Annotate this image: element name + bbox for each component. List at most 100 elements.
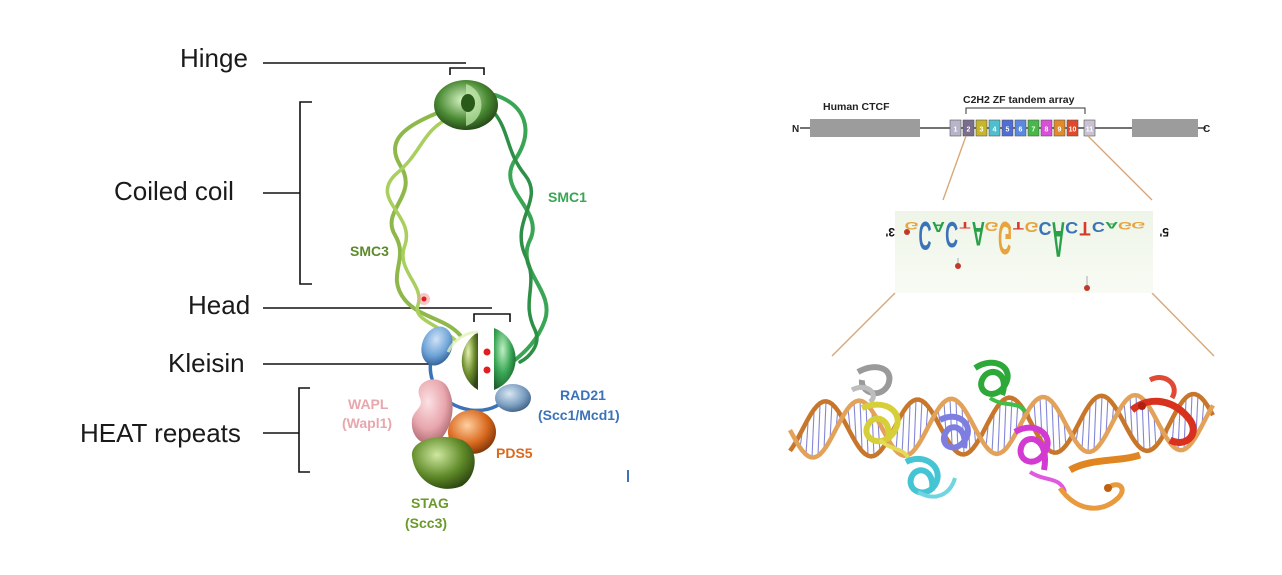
- zf-number-2: 2: [967, 127, 971, 134]
- smc1-head: [494, 328, 516, 390]
- logo-letter: A: [1052, 210, 1065, 266]
- zf-number-5: 5: [1006, 127, 1010, 134]
- c-terminal-domain: [1132, 119, 1198, 137]
- base-pair: [1087, 406, 1091, 453]
- base-pair: [811, 412, 815, 458]
- dna-strand-1: [788, 392, 1215, 460]
- base-pair: [1033, 402, 1037, 429]
- zf1-structure: [850, 364, 893, 404]
- base-pair: [805, 422, 809, 455]
- pds5-label: PDS5: [496, 445, 533, 461]
- smc1-coiled-coil: [490, 93, 549, 364]
- cursor-marker-dot: [421, 296, 427, 302]
- smc3-label: SMC3: [350, 243, 389, 259]
- base-pair: [997, 405, 1001, 454]
- base-pair: [859, 400, 863, 449]
- zf10-structure: [1129, 375, 1197, 446]
- protein-name-label: Human CTCF: [823, 101, 890, 113]
- sequence-logo-panel: [895, 211, 1153, 293]
- n-terminus-label: N: [792, 124, 799, 135]
- heat-repeats-label: HEAT repeats: [80, 418, 241, 448]
- rad21-alias-label: (Scc1/Mcd1): [538, 407, 620, 423]
- callout-lines: [263, 62, 511, 473]
- zf-box-6: 6: [1014, 119, 1027, 137]
- rad21-n-terminal-domain: [421, 326, 453, 366]
- logo-letter: C: [945, 213, 958, 253]
- kleisin-label: Kleisin: [168, 348, 245, 378]
- base-pair: [877, 420, 881, 454]
- rad21-c-terminal-domain: [495, 384, 531, 412]
- base-pair: [991, 415, 995, 453]
- base-pair: [1003, 399, 1007, 451]
- zf-box-2: 2: [962, 119, 975, 137]
- base-pair: [1105, 397, 1109, 435]
- logo-letter: T: [1080, 217, 1091, 239]
- stray-mark: [627, 470, 629, 482]
- base-pair: [1099, 395, 1103, 445]
- logo-letter: T: [1013, 219, 1024, 231]
- cohesin-diagram: Hinge Coiled coil Head Kleisin HEAT repe…: [80, 43, 629, 531]
- zf-number-3: 3: [980, 127, 984, 134]
- base-pair: [823, 401, 827, 450]
- hinge-label: Hinge: [180, 43, 248, 73]
- stag-protein: [411, 436, 475, 489]
- rad21-label: RAD21: [560, 387, 606, 403]
- wapl-label: WAPL: [348, 396, 389, 412]
- zf-number-6: 6: [1019, 127, 1023, 134]
- zf-number-11: 11: [1086, 127, 1094, 134]
- zf-box-10: 10: [1066, 119, 1079, 137]
- stag-alias-label: (Scc3): [405, 515, 447, 531]
- coiled-coil-label: Coiled coil: [114, 176, 234, 206]
- logo-letter: A: [972, 214, 985, 253]
- logo-letter: T: [960, 219, 971, 229]
- logo-letter: G: [985, 219, 999, 233]
- base-pair: [1147, 405, 1151, 451]
- head-label: Head: [188, 290, 250, 320]
- logo-markers: [904, 229, 1090, 291]
- atp-site-1: [483, 348, 491, 356]
- logo-five-prime-label: 5': [1159, 225, 1169, 239]
- logo-letter: C: [1092, 218, 1105, 234]
- ctcf-diagram: N C Human CTCF C2H2 ZF tandem array 1 2 3 4…: [788, 94, 1215, 511]
- logo-letter: G: [1118, 219, 1132, 231]
- wapl-alias-label: (Wapl1): [342, 415, 392, 431]
- smc3-head: [446, 330, 479, 390]
- logo-letter: C: [1065, 218, 1078, 236]
- logo-letter: A: [1105, 219, 1118, 229]
- zf-number-10: 10: [1069, 127, 1077, 134]
- array-bracket: [965, 107, 1086, 114]
- zf-number-9: 9: [1058, 127, 1062, 134]
- c-terminus-label: C: [1203, 124, 1210, 135]
- base-pair: [919, 399, 923, 442]
- atp-site-2: [483, 366, 491, 374]
- smc1-label: SMC1: [548, 189, 587, 205]
- logo-letter: A: [932, 218, 945, 234]
- logo-letter: G: [905, 219, 919, 231]
- zf-box-8: 8: [1040, 119, 1053, 137]
- logo-letter: C: [1039, 218, 1052, 238]
- base-pair: [829, 402, 833, 441]
- hinge-domain: [434, 80, 498, 130]
- zf9-structure: [1057, 451, 1142, 511]
- base-pair: [913, 400, 917, 451]
- zf-box-11: 11: [1083, 119, 1096, 137]
- base-pair: [1051, 401, 1055, 453]
- base-pair: [1057, 410, 1061, 453]
- smc3-coiled-coil: [385, 108, 462, 342]
- logo-letter: G: [1025, 218, 1039, 234]
- zf-box-5: 5: [1001, 119, 1014, 137]
- base-pair: [907, 405, 911, 456]
- zf5-structure: [938, 413, 971, 451]
- zf7-structure: [973, 359, 1027, 414]
- base-pair: [1129, 396, 1133, 434]
- zf-number-4: 4: [993, 127, 997, 134]
- logo-three-prime-label: 3': [885, 225, 895, 239]
- zf4-structure: [904, 455, 957, 499]
- base-pair: [853, 402, 857, 440]
- array-label: C2H2 ZF tandem array: [963, 94, 1075, 106]
- stag-label: STAG: [411, 495, 449, 511]
- zf-number-1: 1: [954, 127, 958, 134]
